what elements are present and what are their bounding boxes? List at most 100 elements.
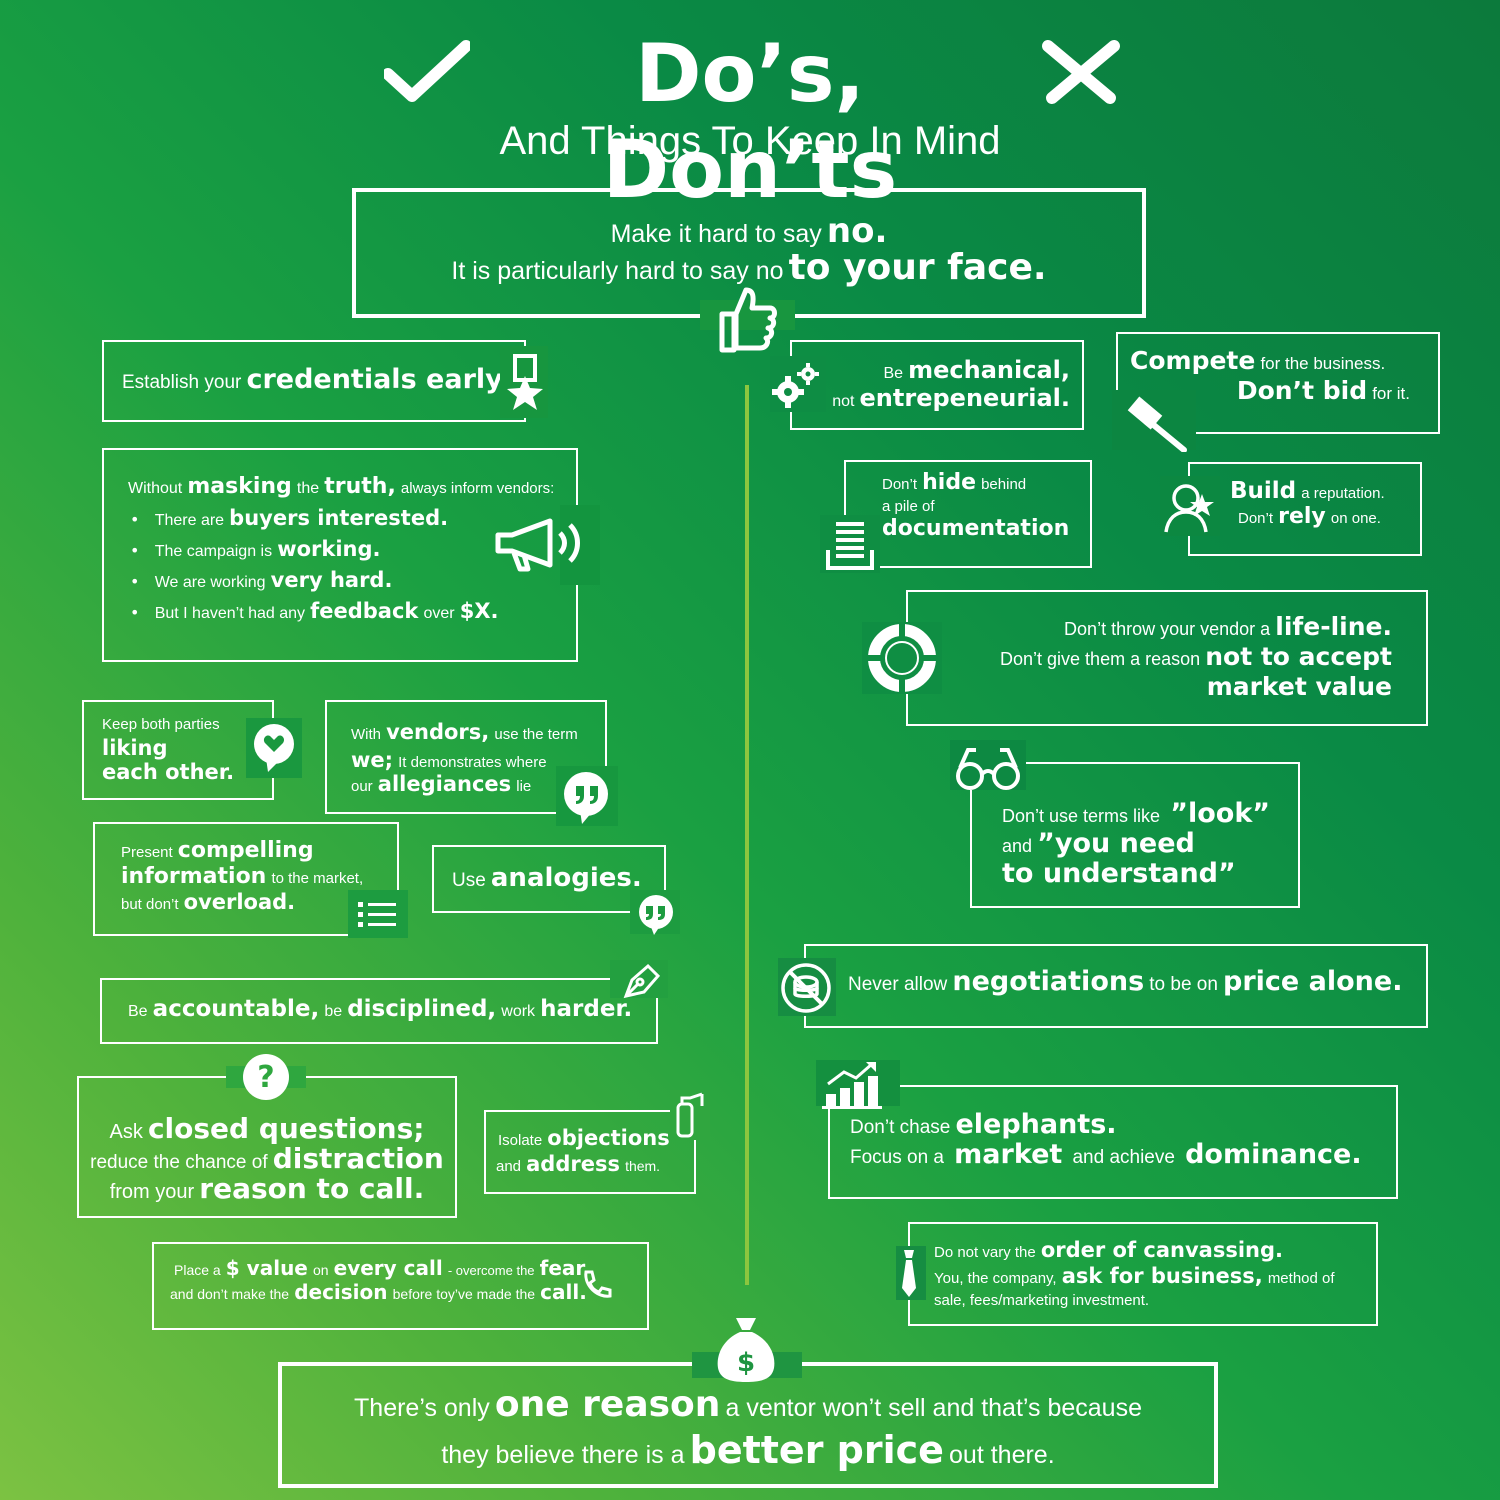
text: on (312, 1262, 329, 1278)
terms-line-3: to understand” (1002, 858, 1236, 889)
price-box: Never allow negotiations to be on price … (804, 944, 1428, 1028)
analogies-box: Use analogies. (432, 845, 666, 913)
text: But I haven’t had any (154, 605, 306, 622)
text: on one. (1330, 510, 1381, 527)
text: and (496, 1158, 522, 1175)
compelling-line-3: but don’t overload. (121, 890, 295, 914)
compete-line-2: Don’t bid for it. (1237, 376, 1410, 405)
mechanical-box: Be mechanical, not entrepeneurial. (790, 340, 1084, 430)
price-text: Never allow negotiations to be on price … (848, 966, 1402, 997)
masking-list: • There are buyers interested. • The cam… (130, 504, 499, 628)
text: very hard. (270, 568, 393, 592)
liking-box: Keep both parties liking each other. (82, 700, 274, 800)
objections-line-1: Isolate objections (498, 1126, 670, 1150)
text: elephants. (955, 1109, 1117, 1140)
text: truth, (324, 474, 396, 499)
person-star-icon (1164, 480, 1218, 534)
text: always inform vendors: (400, 480, 555, 497)
top-quote-box: Make it hard to say no. It is particular… (352, 188, 1146, 318)
compelling-box: Present compelling information to the ma… (93, 822, 399, 936)
text: Place a (174, 1262, 221, 1278)
text: Don’t throw your vendor a (1064, 619, 1271, 639)
text: closed questions; (147, 1112, 425, 1145)
text: compelling (177, 838, 314, 863)
text: accountable, (152, 996, 320, 1022)
vendors-line-3: our allegiances lie (351, 772, 531, 796)
text: and (1002, 836, 1033, 856)
compelling-line-2: information to the market, (121, 864, 363, 889)
lifeline-line-3: market value (1206, 672, 1392, 701)
hide-box: Don’t hide behind a pile of documentatio… (844, 460, 1092, 568)
text: $ value (225, 1256, 308, 1280)
text: to the market, (271, 870, 364, 887)
text: Without (128, 480, 183, 497)
text: distraction (272, 1142, 444, 1175)
lifeline-box: Don’t throw your vendor a life-line. Don… (906, 590, 1428, 726)
text: before toy’ve made the (392, 1286, 536, 1302)
award-ribbon-icon (505, 352, 545, 412)
text: Use (452, 870, 486, 891)
text: analogies. (490, 863, 642, 893)
value-line-2: and don’t make the decision before toy’v… (170, 1280, 587, 1304)
quote-bubble-icon (560, 770, 612, 826)
elephants-box: Don’t chase elephants. Focus on a market… (828, 1085, 1398, 1199)
gap (700, 300, 795, 330)
lifeline-line-2: Don’t give them a reason not to accept (1000, 642, 1392, 671)
text: and achieve (1072, 1147, 1175, 1168)
text: Focus on a (850, 1147, 944, 1168)
compete-box: Compete for the business. Don’t bid for … (1116, 332, 1440, 434)
list-item: • We are working very hard. (130, 568, 393, 592)
liking-text-3: each other. (102, 760, 235, 784)
elephants-line-1: Don’t chase elephants. (850, 1109, 1117, 1140)
text: market (954, 1139, 1063, 1170)
text: There are (154, 512, 225, 529)
text: entrepeneurial. (859, 384, 1070, 412)
text: Don’t (1238, 510, 1274, 527)
text: buyers interested. (229, 506, 449, 530)
text: be (324, 1003, 343, 1020)
thumbs-up-icon (716, 284, 780, 356)
text: decision (294, 1280, 388, 1304)
terms-line-2: and ”you need (1002, 828, 1195, 859)
text: Be (883, 365, 904, 382)
gap (770, 356, 826, 412)
text: to be on (1149, 974, 1218, 995)
canvassing-line-1: Do not vary the order of canvassing. (934, 1238, 1283, 1262)
text: over (423, 605, 455, 622)
text: not to accept (1205, 642, 1392, 671)
text: vendors, (386, 720, 490, 744)
text: lie (516, 778, 532, 795)
liking-text-2: liking (102, 736, 168, 760)
text: no. (826, 211, 888, 251)
canvassing-line-2: You, the company, ask for business, meth… (934, 1264, 1335, 1288)
list-item: • There are buyers interested. (130, 506, 449, 530)
text: fear (539, 1256, 586, 1280)
text: but don’t (121, 896, 179, 913)
bottom-line-2: they believe there is a better price out… (282, 1428, 1214, 1472)
text: address (526, 1152, 620, 1176)
reputation-box: Build a reputation. Don’t rely on one. (1188, 462, 1422, 556)
svg-text:?: ? (257, 1060, 274, 1095)
text: from your (109, 1181, 195, 1203)
vendors-box: With vendors, use the term we; It demons… (325, 700, 607, 814)
check-icon (384, 40, 470, 102)
text: a ventor won’t sell and that’s because (725, 1394, 1142, 1422)
bottom-line-1: There’s only one reason a ventor won’t s… (282, 1384, 1214, 1425)
list-icon (358, 900, 396, 930)
text: Do not vary the (934, 1244, 1036, 1261)
credentials-text: Establish your credentials early (122, 364, 503, 395)
center-divider (745, 385, 749, 1285)
text: Build (1230, 478, 1297, 504)
accountable-box: Be accountable, be disciplined, work har… (100, 978, 658, 1044)
value-box: Place a $ value on every call - overcome… (152, 1242, 649, 1330)
text: You, the company, (934, 1270, 1057, 1287)
text: order of canvassing. (1040, 1238, 1283, 1262)
text: It demonstrates where (398, 754, 547, 771)
text: out there. (949, 1441, 1055, 1469)
text: negotiations (952, 966, 1145, 997)
tie-icon (898, 1250, 920, 1298)
reputation-line-2: Don’t rely on one. (1238, 504, 1381, 529)
text: ask for business, (1061, 1264, 1263, 1288)
top-line-1: Make it hard to say no. (356, 212, 1142, 256)
